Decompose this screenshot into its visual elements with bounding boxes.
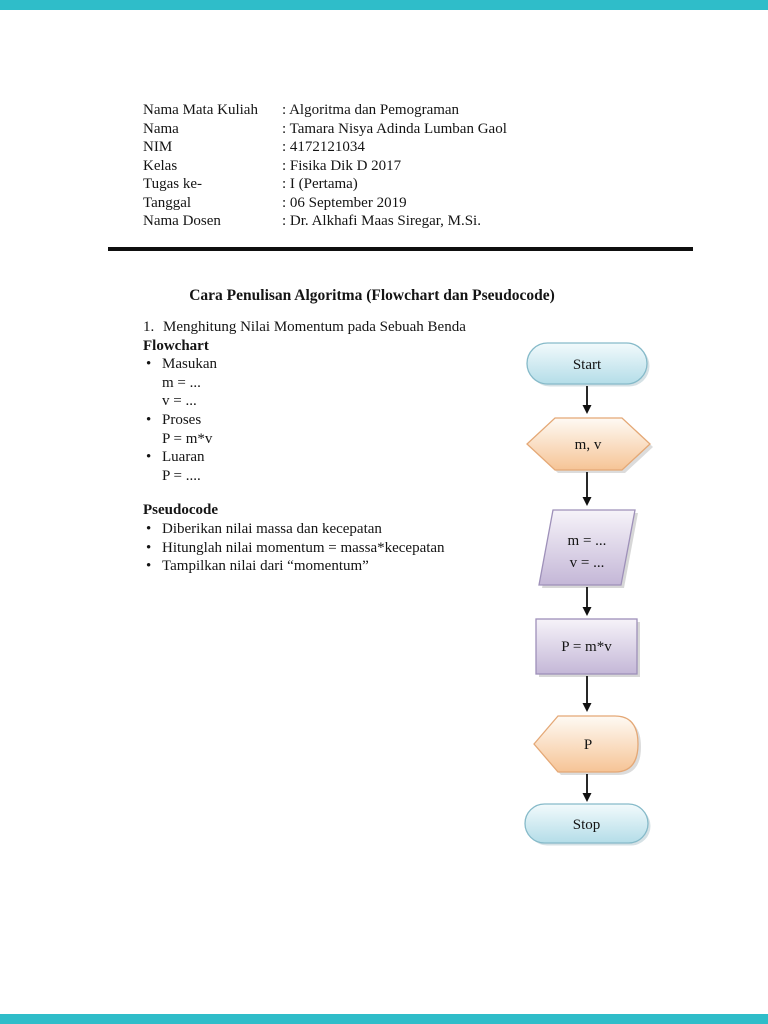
header-value: : 4172121034 [282,139,365,155]
header-row: Nama Mata Kuliah : Algoritma dan Pemogram… [143,101,507,120]
header-row: Nama : Tamara Nisya Adinda Lumban Gaol [143,120,507,139]
numbered-item: 1. Menghitung Nilai Momentum pada Sebuah … [143,318,543,337]
header-label: NIM [143,139,173,155]
flowchart-heading: Flowchart [143,337,209,354]
header-row: Tanggal : 06 September 2019 [143,194,507,213]
header-value: : 06 September 2019 [282,194,407,211]
bullet-icon: • [146,449,152,466]
flowchart-data-node: m = ... v = ... [538,509,638,588]
flowchart-bullet-luaran: • Luaran [143,448,543,467]
header-value: : I (Pertama) [282,176,358,192]
header-label: Nama Mata Kuliah [143,102,258,118]
bullet-label: Luaran [162,449,205,466]
header-label: Nama Dosen [143,213,221,229]
bullet-label: Masukan [162,356,217,373]
flowchart-bullet-masukan: • Masukan [143,355,543,374]
header-label: Tugas ke- [143,176,203,192]
flowchart-stop-node: Stop [524,803,651,846]
bullet-subline: P = .... [162,467,201,484]
pseudocode-bullet: • Hitunglah nilai momentum = massa*kecepa… [143,539,543,558]
bullet-icon: • [146,558,152,575]
header-value: : Tamara Nisya Adinda Lumban Gaol [282,120,507,137]
start-node-label: Start [573,357,602,373]
bullet-subline: P = m*v [162,430,213,447]
flowchart-start-node: Start [526,342,650,387]
bullet-text: Tampilkan nilai dari “momentum” [162,558,369,575]
header-row: Nama Dosen : Dr. Alkhafi Maas Siregar, M.… [143,212,507,231]
flowchart-diagram: Start m, v m = ... v = ... [515,335,665,860]
bullet-text: Hitunglah nilai momentum = massa*kecepat… [162,539,445,556]
bullet-icon: • [146,539,152,556]
flowchart-bullet-proses: • Proses [143,411,543,430]
flow-arrow-icon [582,676,592,712]
header-divider-line [108,247,693,251]
bullet-subline: v = ... [162,393,197,410]
process-node-label: P = m*v [561,639,612,655]
bullet-label: Proses [162,411,202,428]
flowchart-input-node: m, v [526,417,653,473]
flow-arrow-icon [582,472,592,506]
flow-arrow-icon [582,386,592,414]
flow-arrow-icon [582,587,592,616]
item-title: Menghitung Nilai Momentum pada Sebuah Be… [163,319,466,335]
page-title: Cara Penulisan Algoritma (Flowchart dan … [189,287,555,304]
top-accent-bar [0,0,768,10]
header-label: Nama [143,120,179,137]
header-label: Kelas [143,157,178,174]
flowchart-display-node: P [533,715,641,775]
header-label: Tanggal [143,194,192,211]
flow-arrow-icon [582,774,592,802]
bullet-subline: m = ... [162,374,201,391]
header-row: NIM : 4172121034 [143,138,507,157]
stop-node-label: Stop [573,817,601,833]
flowchart-process-node: P = m*v [535,618,640,677]
data-node-line-1: m = ... [568,533,607,549]
display-node-label: P [584,737,592,753]
header-value: : Algoritma dan Pemograman [282,102,460,118]
pseudocode-heading: Pseudocode [143,502,218,519]
body-text-column: 1. Menghitung Nilai Momentum pada Sebuah … [143,318,543,576]
pseudocode-bullet: • Tampilkan nilai dari “momentum” [143,557,543,576]
header-row: Kelas : Fisika Dik D 2017 [143,157,507,176]
bullet-text: Diberikan nilai massa dan kecepatan [162,520,382,537]
header-value: : Fisika Dik D 2017 [282,157,402,174]
bullet-icon: • [146,520,152,537]
header-row: Tugas ke- : I (Pertama) [143,175,507,194]
data-node-line-2: v = ... [570,555,605,571]
pseudocode-bullet: • Diberikan nilai massa dan kecepatan [143,520,543,539]
bottom-accent-bar [0,1014,768,1024]
document-header-table: Nama Mata Kuliah : Algoritma dan Pemogram… [143,101,507,231]
bullet-icon: • [146,356,152,373]
item-number: 1. [143,319,155,335]
input-node-label: m, v [575,437,602,453]
bullet-icon: • [146,411,152,428]
header-value: : Dr. Alkhafi Maas Siregar, M.Si. [282,213,481,229]
